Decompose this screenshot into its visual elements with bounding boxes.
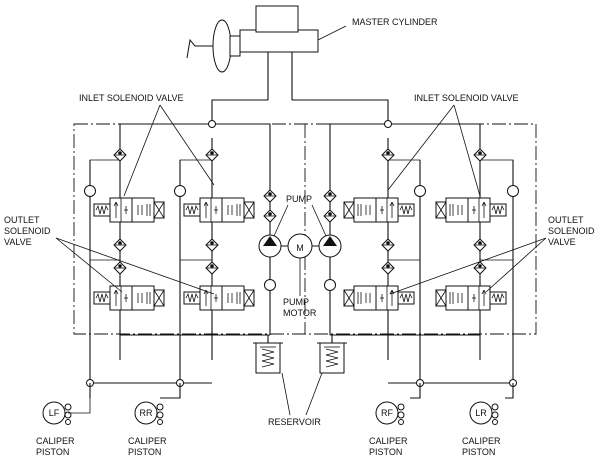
caliper-label-lf-line2: PISTON	[36, 447, 69, 457]
caliper-rr: RR	[134, 401, 164, 425]
outlet-valve-label-left-3: VALVE	[4, 237, 32, 247]
caliper-label-rr-line2: PISTON	[128, 447, 161, 457]
outlet-valve-label-right-2: SOLENOID	[548, 226, 595, 236]
caliper-label-lr-line2: PISTON	[462, 447, 495, 457]
master-cylinder-label: MASTER CYLINDER	[352, 17, 438, 27]
reservoir-left	[252, 342, 284, 374]
svg-text:LR: LR	[475, 408, 487, 418]
outlet-valve-label-left-2: SOLENOID	[4, 226, 51, 236]
caliper-label-lr-line1: CALIPER	[462, 436, 501, 446]
caliper-rf: RF	[375, 401, 405, 425]
outlet-valve-label-right-3: VALVE	[548, 237, 576, 247]
pump-assembly: M	[258, 170, 342, 335]
motor-symbol: M	[296, 243, 304, 253]
left-hydraulic-circuit	[84, 138, 270, 383]
outlet-valve-label-right-1: OUTLET	[548, 215, 584, 225]
caliper-label-rf-line2: PISTON	[369, 447, 402, 457]
inlet-valve-label-right: INLET SOLENOID VALVE	[414, 93, 519, 103]
caliper-lr: LR	[469, 401, 499, 425]
caliper-label-rf-line1: CALIPER	[369, 436, 408, 446]
reservoir-right	[316, 342, 348, 374]
pump-motor-label-1: PUMP	[283, 297, 309, 307]
pump-motor-label-2: MOTOR	[283, 308, 317, 318]
svg-text:LF: LF	[49, 408, 60, 418]
caliper-lf: LF	[42, 401, 72, 425]
outlet-valve-label-left-1: OUTLET	[4, 215, 40, 225]
master-cylinder	[186, 5, 347, 100]
svg-text:RR: RR	[140, 408, 153, 418]
caliper-label-lf-line1: CALIPER	[36, 436, 75, 446]
reservoir-label: RESERVOIR	[268, 417, 321, 427]
pump-label: PUMP	[286, 194, 312, 204]
inlet-valve-label-left: INLET SOLENOID VALVE	[79, 93, 184, 103]
caliper-label-rr-line1: CALIPER	[128, 436, 167, 446]
right-hydraulic-circuit	[330, 138, 519, 383]
svg-text:RF: RF	[381, 408, 393, 418]
